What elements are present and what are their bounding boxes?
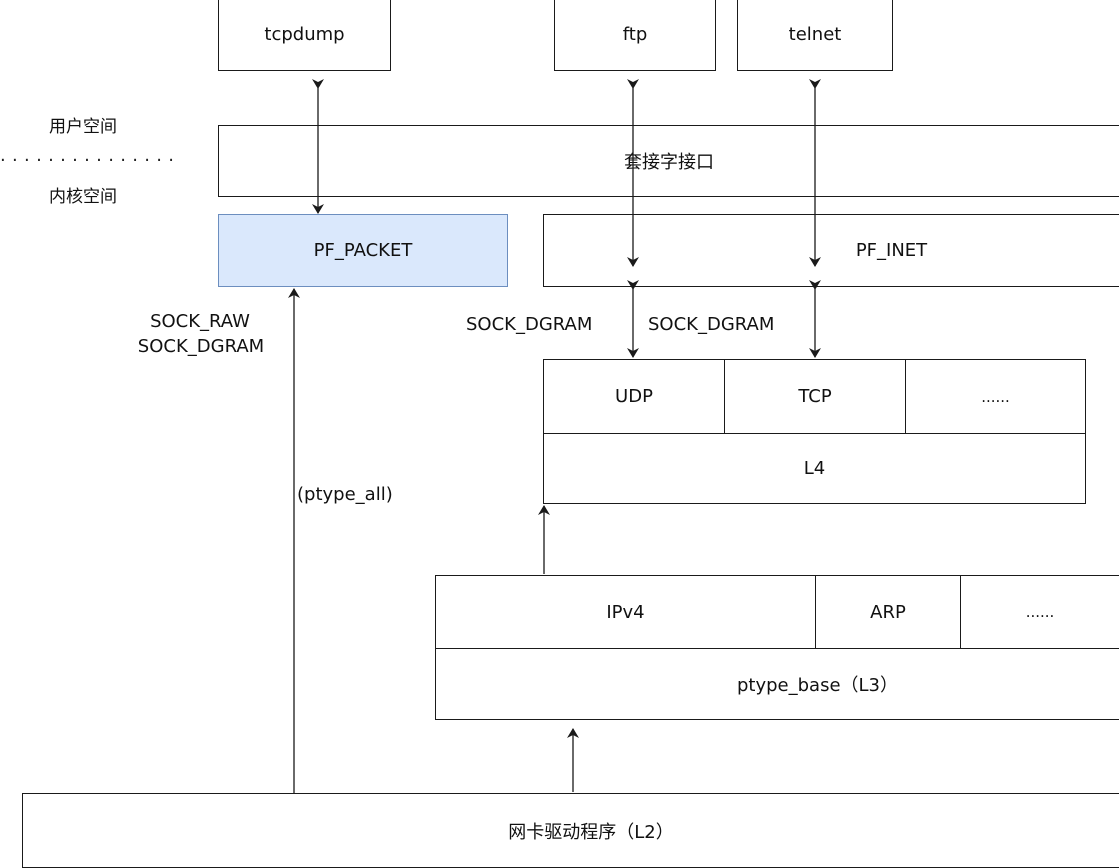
l3-more-label: ...... bbox=[1025, 603, 1055, 621]
l3-more-cell: ...... bbox=[960, 575, 1119, 649]
pf-packet-box: PF_PACKET bbox=[218, 214, 508, 287]
socket-interface-label: 套接字接口 bbox=[624, 152, 714, 173]
l4-tcp-label: TCP bbox=[798, 386, 832, 407]
l3-arp-label: ARP bbox=[870, 601, 906, 623]
user-kernel-divider: ··············· bbox=[0, 150, 181, 171]
kernel-space-label: 内核空间 bbox=[49, 187, 117, 207]
l3-ipv4-label: IPv4 bbox=[606, 601, 645, 623]
l3-ipv4-cell: IPv4 bbox=[435, 575, 816, 649]
l4-udp-label: UDP bbox=[615, 386, 653, 407]
app-ftp-label: ftp bbox=[622, 24, 648, 45]
pf-packet-label: PF_PACKET bbox=[313, 240, 413, 261]
ptype-all-label: (ptype_all) bbox=[297, 484, 393, 505]
l3-ptype-base-label: ptype_base（L3） bbox=[736, 675, 899, 696]
app-tcpdump: tcpdump bbox=[218, 0, 391, 71]
l4-more-cell: ...... bbox=[905, 359, 1086, 434]
l4-more-label: ...... bbox=[981, 387, 1010, 406]
socket-interface-layer: 套接字接口 bbox=[218, 125, 1119, 197]
sock-raw-label: SOCK_RAW bbox=[150, 311, 250, 332]
l4-layer-label: L4 bbox=[803, 458, 826, 479]
sock-dgram-ftp-label: SOCK_DGRAM bbox=[466, 314, 593, 335]
l2-driver-label: 网卡驱动程序（L2） bbox=[508, 821, 674, 843]
app-ftp: ftp bbox=[554, 0, 716, 71]
sock-dgram-packet-label: SOCK_DGRAM bbox=[137, 336, 265, 357]
l3-ptype-base-layer: ptype_base（L3） bbox=[435, 648, 1119, 720]
pf-inet-label: PF_INET bbox=[855, 240, 928, 261]
l3-arp-cell: ARP bbox=[815, 575, 961, 649]
pf-inet-box: PF_INET bbox=[543, 214, 1119, 287]
app-tcpdump-label: tcpdump bbox=[264, 24, 345, 45]
l4-layer: L4 bbox=[543, 433, 1086, 504]
l2-driver-layer: 网卡驱动程序（L2） bbox=[22, 793, 1119, 868]
sock-dgram-telnet-label: SOCK_DGRAM bbox=[648, 314, 775, 335]
l4-tcp-cell: TCP bbox=[724, 359, 906, 434]
l4-udp-cell: UDP bbox=[543, 359, 725, 434]
app-telnet: telnet bbox=[737, 0, 893, 71]
app-telnet-label: telnet bbox=[788, 24, 842, 45]
user-space-label: 用户空间 bbox=[49, 117, 117, 137]
